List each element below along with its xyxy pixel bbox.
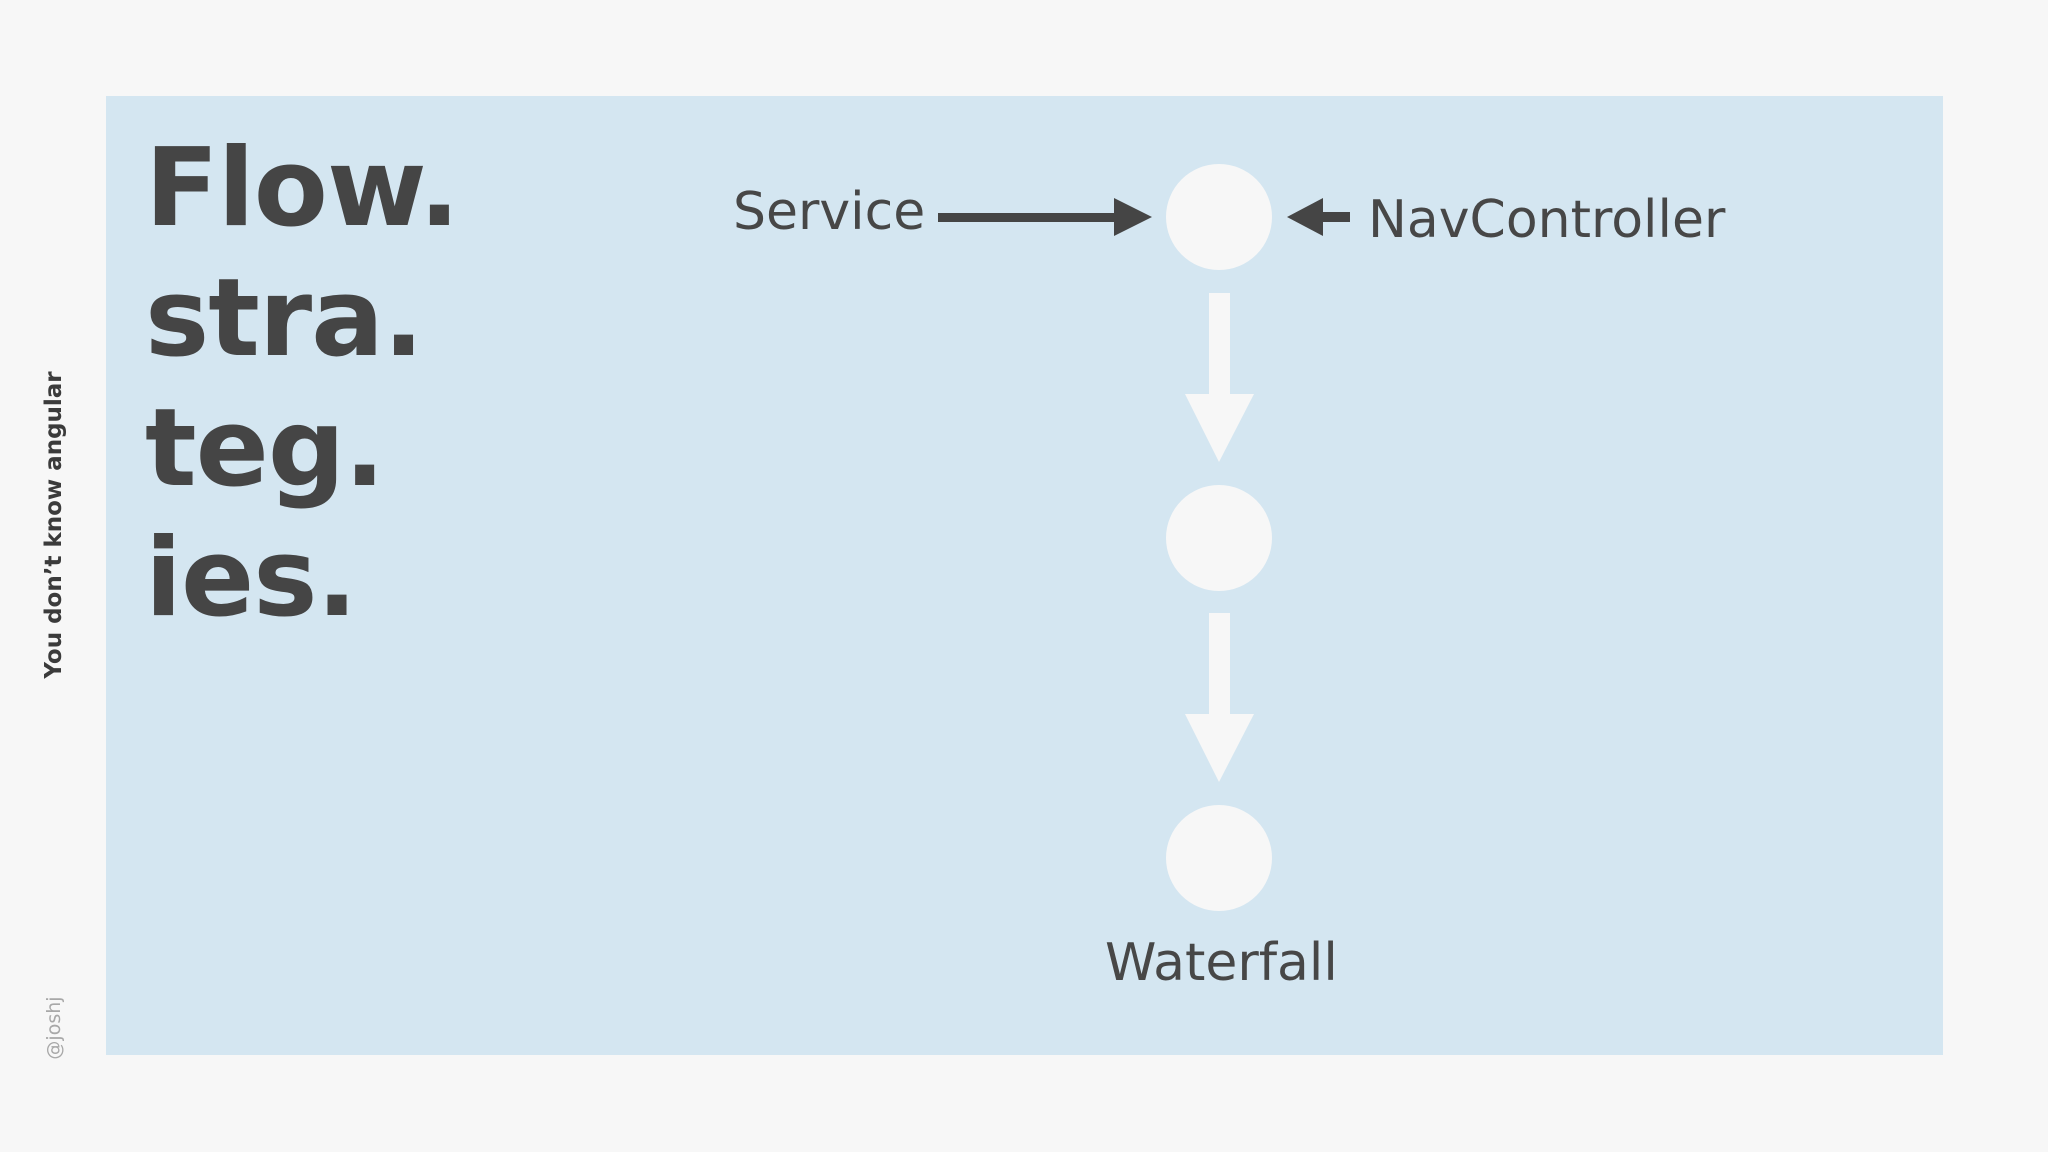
heading-line-4: ies. [145, 516, 358, 641]
node-bottom [1166, 805, 1272, 911]
down-arrow-1 [1185, 293, 1254, 462]
heading-line-1: Flow. [145, 126, 460, 251]
heading-line-2: stra. [145, 256, 424, 381]
node-middle [1166, 485, 1272, 591]
down-arrow-2 [1185, 613, 1254, 782]
navcontroller-label: NavController [1368, 190, 1726, 250]
heading-line-3: teg. [145, 386, 385, 511]
service-label: Service [733, 182, 926, 242]
navcontroller-arrow [1287, 198, 1350, 236]
service-arrow [938, 198, 1152, 236]
waterfall-label: Waterfall [1105, 933, 1338, 993]
slide-heading: Flow. stra. teg. ies. [145, 124, 460, 644]
node-top [1166, 164, 1272, 270]
slide-panel [106, 96, 1943, 1055]
